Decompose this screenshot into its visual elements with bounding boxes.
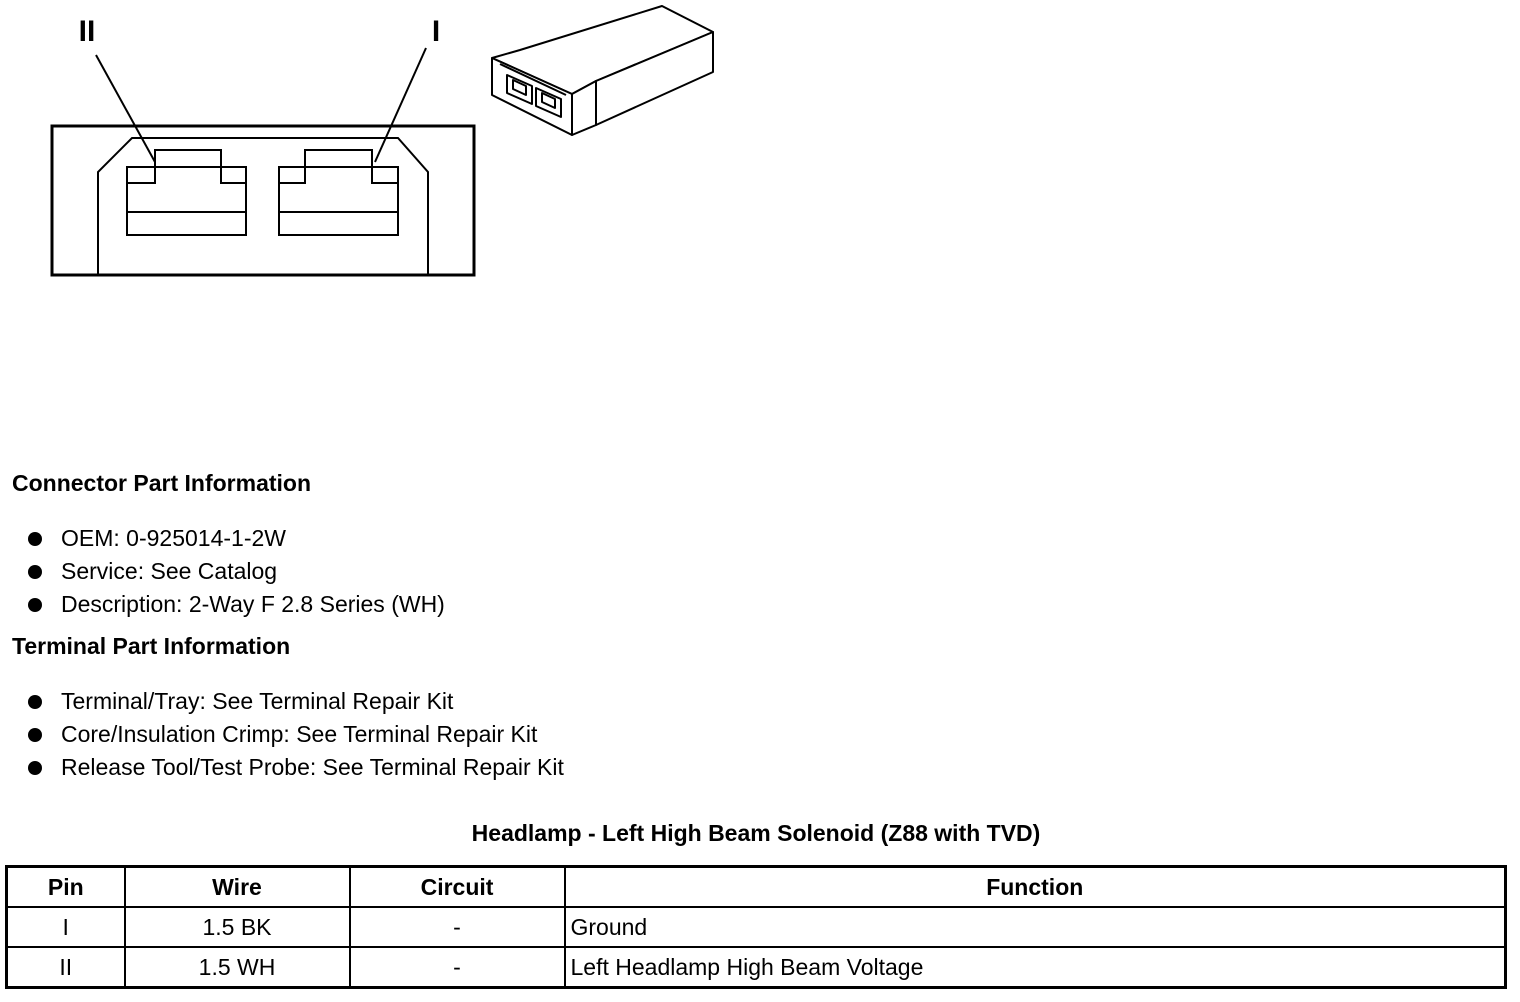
bullet-icon xyxy=(28,694,42,709)
list-item: OEM: 0-925014-1-2W xyxy=(28,522,445,555)
leader-line-i xyxy=(374,47,427,163)
pin-table: Pin Wire Circuit Function I 1.5 BK - Gro… xyxy=(5,865,1507,989)
cell-circuit: - xyxy=(348,946,566,989)
leader-line-ii xyxy=(95,54,156,163)
table-header-row: Pin Wire Circuit Function xyxy=(5,865,1507,908)
connector-isometric-illustration xyxy=(491,5,714,136)
table-row: I 1.5 BK - Ground xyxy=(5,906,1507,948)
cell-pin: II xyxy=(5,946,126,989)
cell-pin: I xyxy=(5,906,126,948)
cell-function: Ground xyxy=(563,906,1507,948)
connector-part-info-title: Connector Part Information xyxy=(12,470,312,496)
cell-wire: 1.5 BK xyxy=(123,906,351,948)
list-item: Release Tool/Test Probe: See Terminal Re… xyxy=(28,751,564,784)
terminal-part-info-list: Terminal/Tray: See Terminal Repair Kit C… xyxy=(28,685,564,784)
list-item: Core/Insulation Crimp: See Terminal Repa… xyxy=(28,718,564,751)
pin-label-ii: II xyxy=(79,15,96,48)
bullet-icon xyxy=(28,564,42,579)
table-row: II 1.5 WH - Left Headlamp High Beam Volt… xyxy=(5,946,1507,989)
connector-part-info-list: OEM: 0-925014-1-2W Service: See Catalog … xyxy=(28,522,445,621)
connector-diagram: II I xyxy=(50,5,714,277)
cell-function: Left Headlamp High Beam Voltage xyxy=(563,946,1507,989)
connector-inner-outline xyxy=(97,137,429,275)
bullet-icon xyxy=(28,531,42,546)
list-item: Description: 2-Way F 2.8 Series (WH) xyxy=(28,588,445,621)
column-header-function: Function xyxy=(563,865,1507,908)
bullet-icon xyxy=(28,597,42,612)
cavity-i xyxy=(278,149,399,236)
cell-circuit: - xyxy=(348,906,566,948)
pin-table-title: Headlamp - Left High Beam Solenoid (Z88 … xyxy=(471,820,1041,846)
pin-label-i: I xyxy=(432,15,440,48)
list-item: Service: See Catalog xyxy=(28,555,445,588)
bullet-icon xyxy=(28,727,42,742)
terminal-part-info-title: Terminal Part Information xyxy=(12,633,291,659)
column-header-wire: Wire xyxy=(123,865,351,908)
connector-face-outline xyxy=(50,124,476,277)
column-header-circuit: Circuit xyxy=(348,865,566,908)
cavity-ii xyxy=(126,149,247,236)
list-item: Terminal/Tray: See Terminal Repair Kit xyxy=(28,685,564,718)
bullet-icon xyxy=(28,760,42,775)
column-header-pin: Pin xyxy=(5,865,126,908)
cell-wire: 1.5 WH xyxy=(123,946,351,989)
